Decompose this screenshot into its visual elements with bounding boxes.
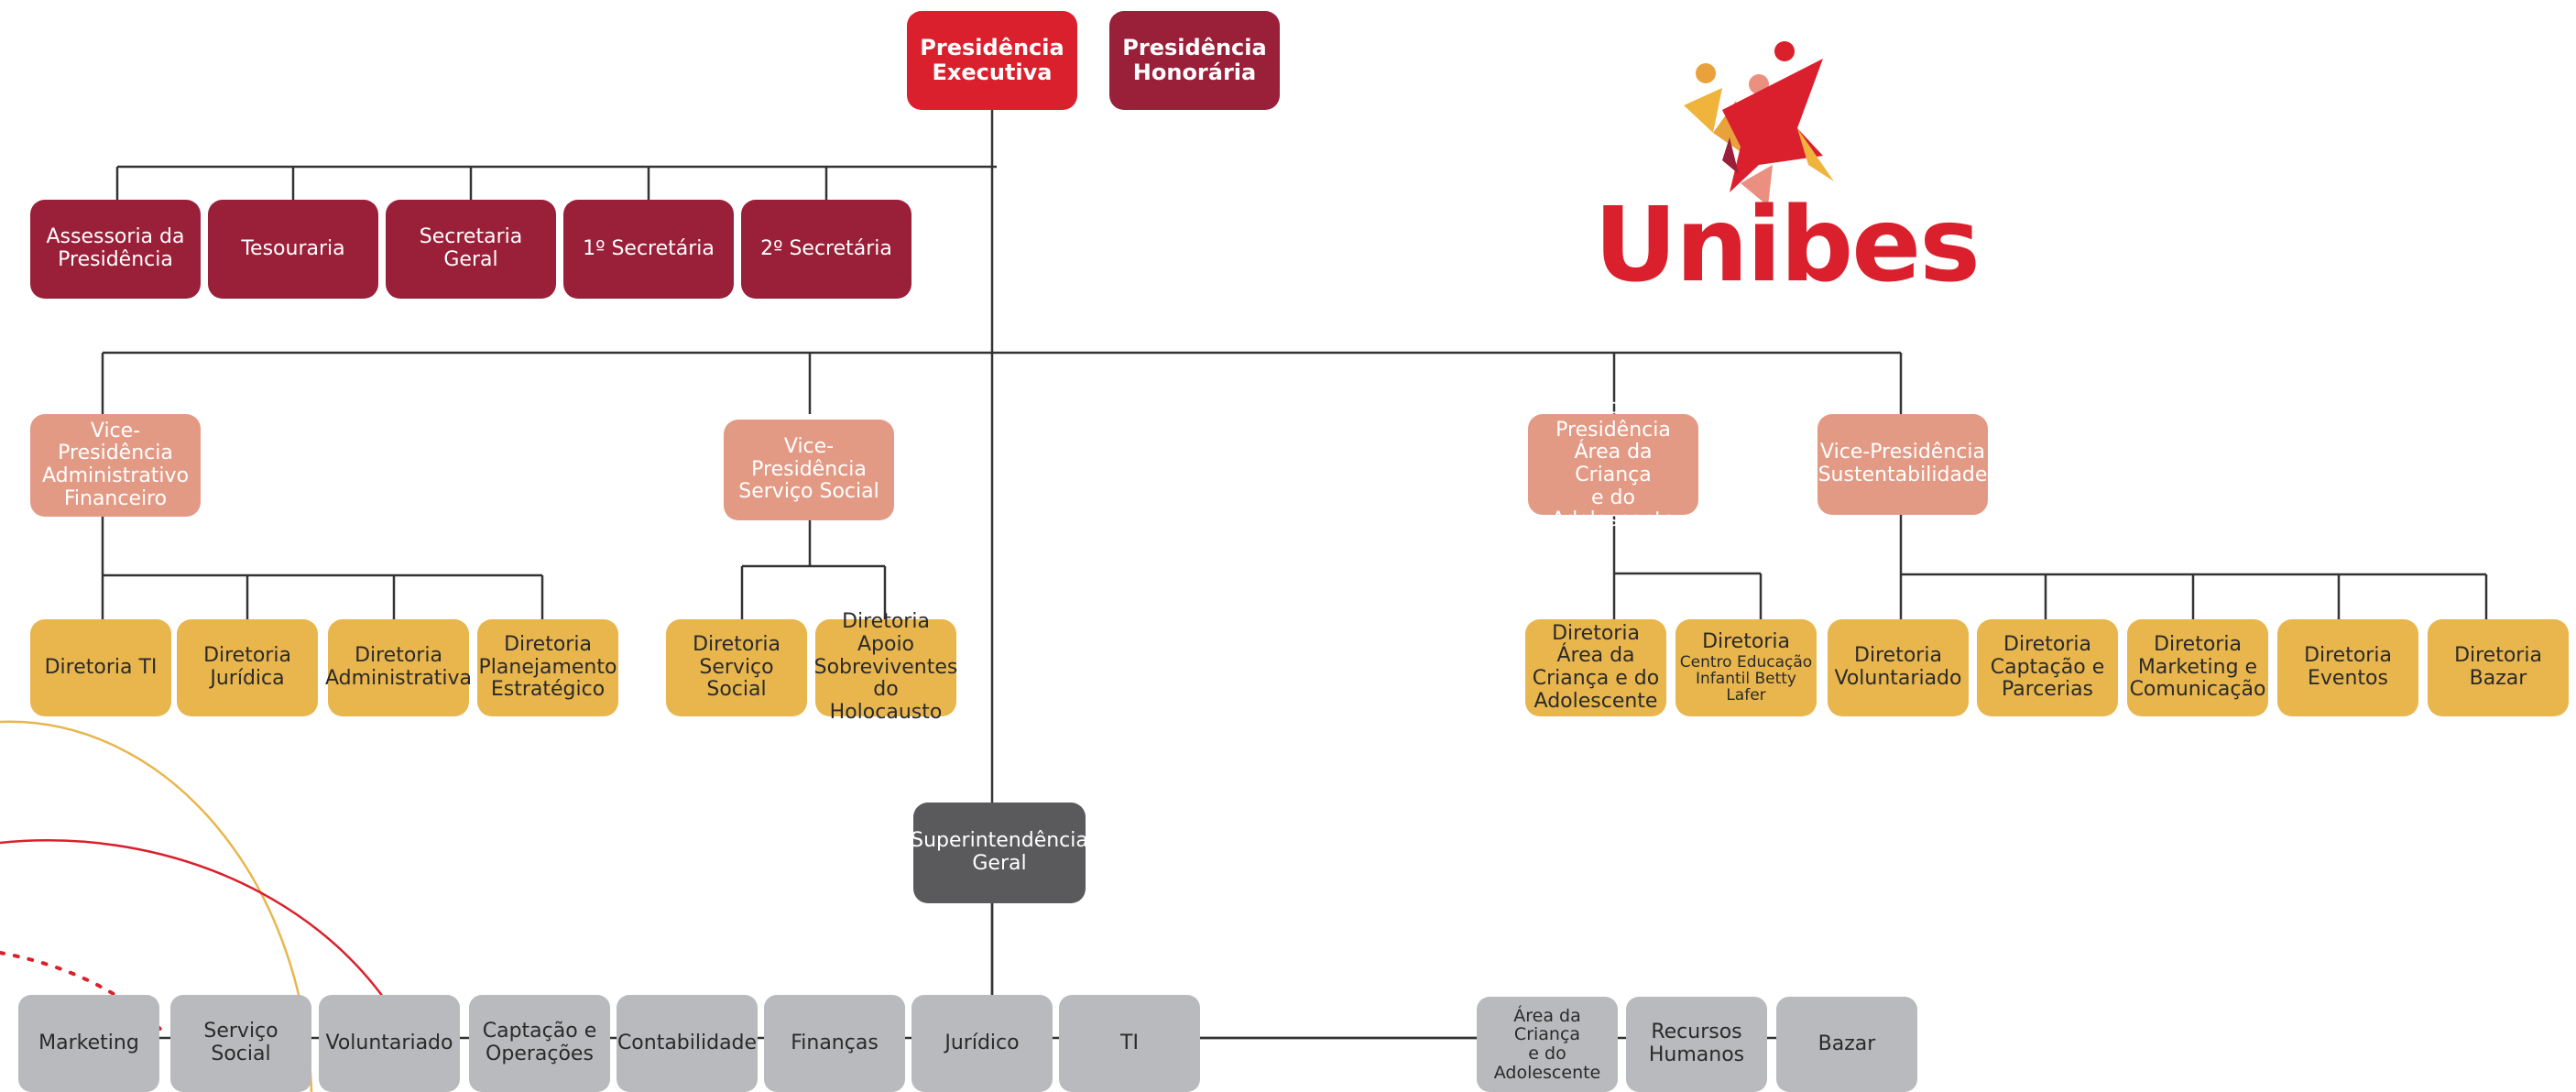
dir-servico-social-box: Diretoria Serviço Social [666,619,807,716]
dep-ti-box: TI [1059,995,1200,1092]
primeira-secretaria-box: 1º Secretária [563,200,734,299]
vp-sustentabilidade-box: Vice-Presidência Sustentabilidade [1817,414,1988,515]
dir-centro-title: Diretoria [1702,630,1790,654]
tesouraria-box: Tesouraria [208,200,378,299]
dir-captacao-box: Diretoria Captação e Parcerias [1977,619,2118,716]
dep-contabilidade-box: Contabilidade [617,995,758,1092]
superintendencia-box: Superintendência Geral [911,803,1088,903]
dep-rh-box: Recursos Humanos [1626,997,1767,1092]
dir-centro-educacao-box: Diretoria Centro Educação Infantil Betty… [1675,619,1817,716]
dir-ti-box: Diretoria TI [30,619,171,716]
presidencia-executiva-box: Presidência Executiva [907,11,1077,110]
dep-servico-social-box: Serviço Social [170,995,311,1092]
dir-juridica-box: Diretoria Jurídica [177,619,318,716]
dep-juridico-box: Jurídico [911,995,1053,1092]
vp-administrativo-box: Vice-Presidência Administrativo Financei… [30,414,201,517]
dep-captacao-box: Captação e Operações [469,995,610,1092]
assessoria-box: Assessoria da Presidência [30,200,201,299]
dir-centro-subtitle: Centro Educação Infantil Betty Lafer [1679,652,1813,705]
dir-voluntariado-box: Diretoria Voluntariado [1828,619,1969,716]
dir-marketing-box: Diretoria Marketing e Comunicação [2127,619,2268,716]
vp-crianca-box: Vice-Presidência Área da Criança e do Ad… [1528,396,1698,531]
dir-planejamento-box: Diretoria Planejamento Estratégico [477,619,618,716]
dep-marketing-box: Marketing [18,995,159,1092]
dir-eventos-box: Diretoria Eventos [2277,619,2418,716]
segunda-secretaria-box: 2º Secretária [741,200,911,299]
unibes-logo-icon [1684,41,1834,206]
dep-bazar-box: Bazar [1776,997,1917,1092]
dir-crianca-box: Diretoria Área da Criança e do Adolescen… [1525,619,1666,716]
presidencia-honoraria-box: Presidência Honorária [1109,11,1280,110]
dep-voluntariado-box: Voluntariado [319,995,460,1092]
secretaria-geral-box: Secretaria Geral [386,200,556,299]
dep-financas-box: Finanças [764,995,905,1092]
dir-bazar-box: Diretoria Bazar [2428,619,2569,716]
vp-servico-social-box: Vice-Presidência Serviço Social [724,420,894,520]
dir-apoio-holocausto-box: Diretoria Apoio Sobreviventes do Holocau… [813,610,958,724]
dir-administrativa-box: Diretoria Administrativa [325,619,472,716]
dep-crianca-box: Área da Criança e do Adolescente [1477,997,1618,1092]
logo-wordmark: Unibes [1594,186,1981,305]
